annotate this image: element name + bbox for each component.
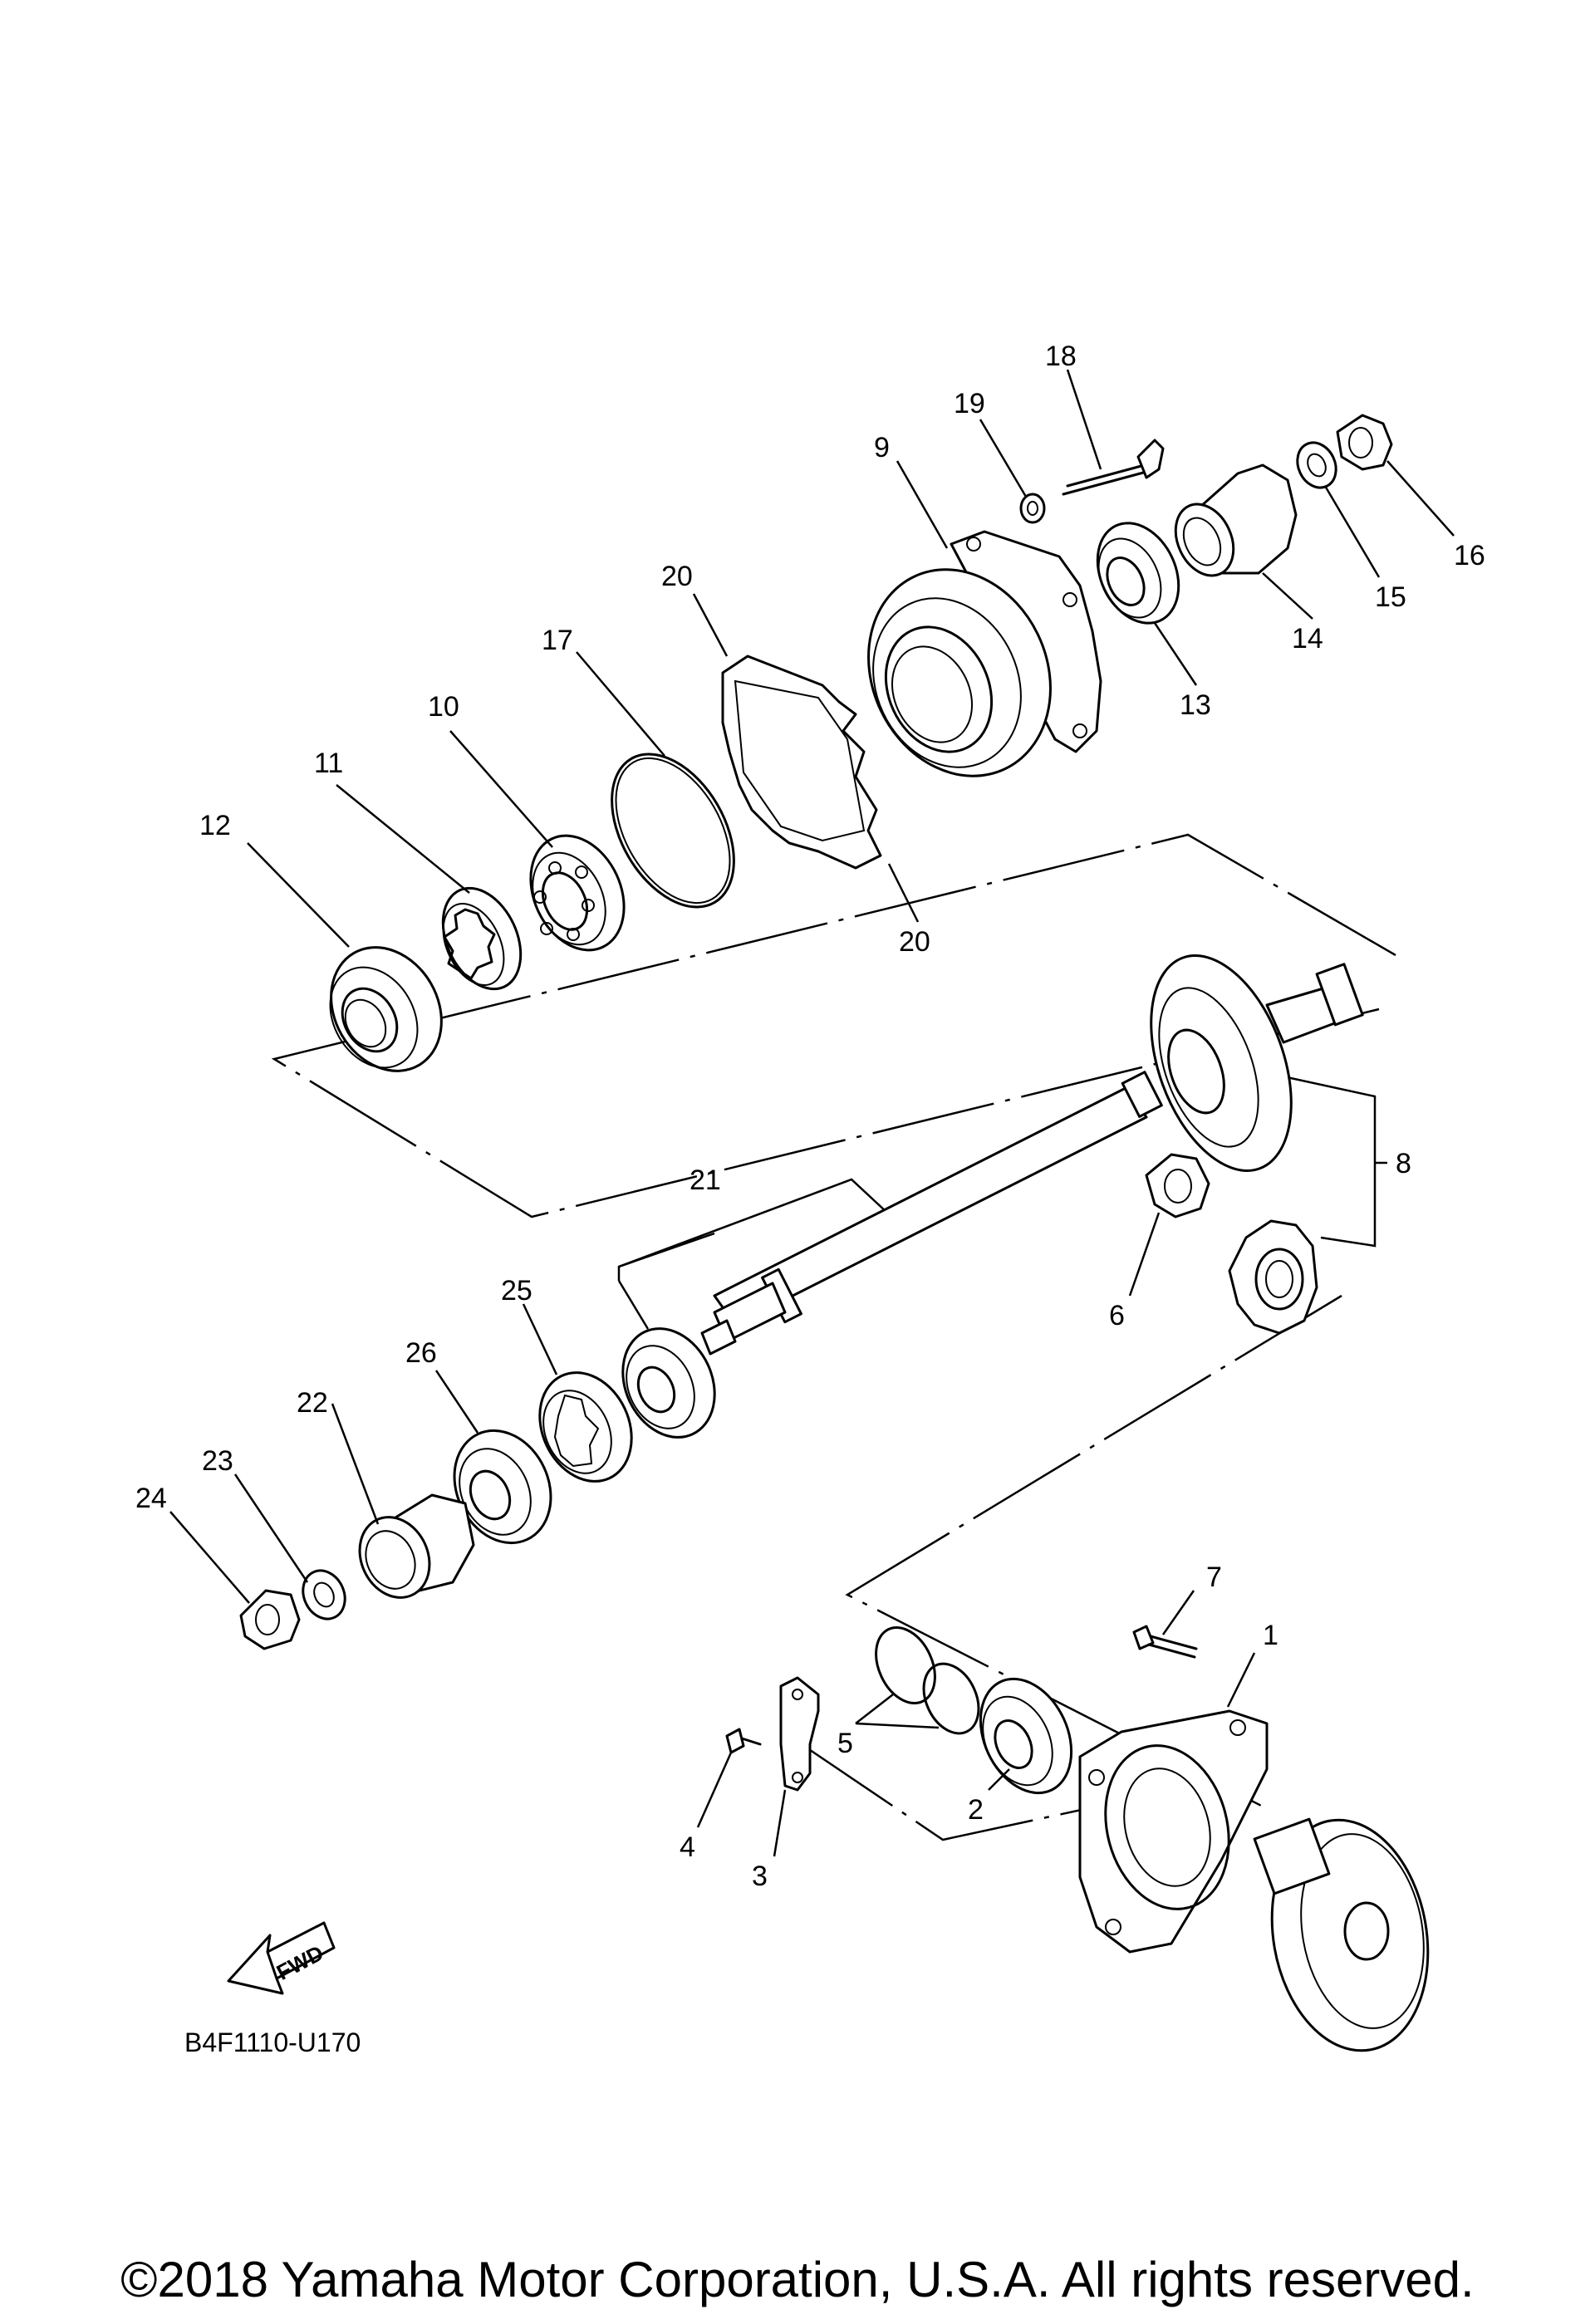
nut-24 — [239, 1589, 301, 1650]
nut-16 — [1336, 414, 1393, 471]
drive-shaft-21 — [700, 1071, 1163, 1356]
shim-5a — [875, 1625, 936, 1705]
splined-collar-25 — [538, 1371, 633, 1483]
bracket-21 — [617, 1178, 888, 1281]
gear-cover-1 — [1078, 1709, 1269, 1954]
splined-ring-11 — [441, 886, 523, 991]
sleeve-14 — [1174, 463, 1298, 577]
callout-9: 9 — [874, 432, 890, 463]
callout-8: 8 — [1396, 1148, 1411, 1179]
callout-2: 2 — [968, 1794, 984, 1826]
bevel-gear-8b — [1228, 1219, 1318, 1335]
bracket-8 — [1278, 1074, 1377, 1248]
callout-19: 19 — [954, 388, 985, 419]
bearing-21-sub — [621, 1327, 716, 1439]
bearing-13 — [1096, 522, 1180, 625]
callout-15: 15 — [1375, 581, 1406, 613]
bearing-12 — [329, 946, 443, 1072]
bearing-2 — [979, 1677, 1073, 1795]
bearing-26 — [453, 1429, 552, 1545]
o-ring-17 — [611, 753, 735, 909]
callout-6: 6 — [1109, 1300, 1125, 1331]
nut-6 — [1145, 1153, 1210, 1218]
callout-16: 16 — [1454, 540, 1485, 571]
fwd-arrow-icon: FWD — [227, 1921, 336, 1995]
callout-26: 26 — [405, 1337, 437, 1369]
housing-9 — [867, 530, 1102, 777]
callout-4: 4 — [680, 1831, 695, 1863]
gasket-20 — [721, 655, 882, 870]
cover-group-frame — [788, 1734, 1097, 1841]
callout-17: 17 — [542, 625, 573, 656]
upper-group-frame — [271, 833, 1396, 1218]
copyright-notice: ©2018 Yamaha Motor Corporation, U.S.A. A… — [120, 2252, 1475, 2307]
ball-bearing-10 — [529, 834, 626, 952]
lock-plate-3 — [779, 1676, 820, 1792]
washer-19 — [1019, 493, 1046, 524]
callout-20b: 20 — [899, 926, 930, 958]
shim-5b — [922, 1662, 980, 1735]
callout-10: 10 — [428, 691, 459, 723]
lower-group-frame — [845, 1294, 1342, 1812]
callout-21: 21 — [690, 1164, 721, 1196]
screw-4 — [725, 1728, 762, 1754]
callout-3: 3 — [752, 1861, 768, 1892]
diagram-part-code: B4F1110-U170 — [184, 2027, 361, 2057]
callout-13: 13 — [1180, 689, 1211, 721]
callout-5: 5 — [837, 1728, 853, 1759]
driven-gear — [1253, 1817, 1430, 2052]
bolt-18 — [1062, 439, 1165, 496]
callout-11: 11 — [314, 748, 343, 779]
washer-23 — [302, 1569, 346, 1620]
callout-1: 1 — [1263, 1620, 1278, 1651]
callout-14: 14 — [1292, 623, 1323, 655]
callout-7: 7 — [1206, 1562, 1222, 1593]
bevel-gear-8a — [1150, 954, 1364, 1172]
callout-25: 25 — [501, 1275, 532, 1307]
callout-12: 12 — [199, 810, 231, 841]
washer-15 — [1296, 441, 1337, 489]
needle-sleeve-22 — [358, 1493, 475, 1599]
callout-23: 23 — [202, 1445, 233, 1477]
bolt-7 — [1132, 1625, 1198, 1659]
callout-24: 24 — [135, 1483, 167, 1514]
callout-20a: 20 — [661, 561, 693, 592]
callout-18: 18 — [1045, 341, 1077, 372]
callout-22: 22 — [297, 1387, 328, 1419]
